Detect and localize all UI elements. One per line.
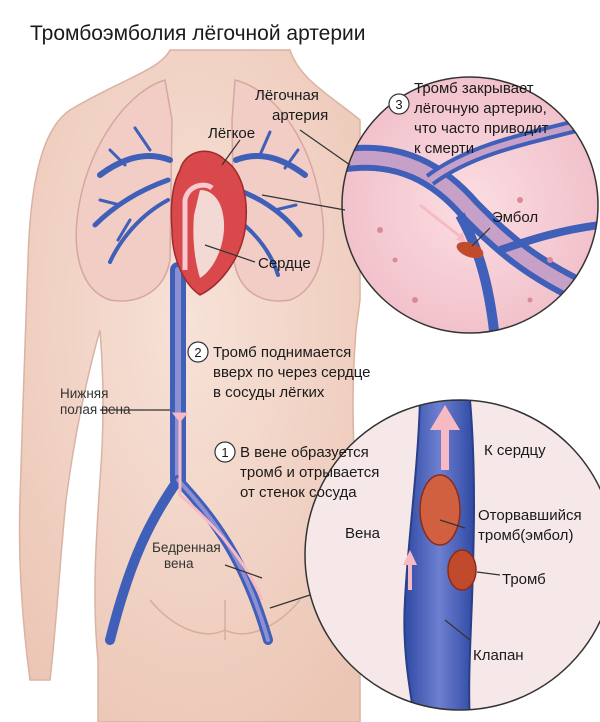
labels: Лёгочная артерия Лёгкое Сердце Нижняя по…: [60, 87, 582, 664]
label-femoral-line2: вена: [164, 556, 194, 571]
step-3-text-line2: лёгочную артерию,: [414, 100, 547, 117]
label-to-heart: К сердцу: [484, 442, 546, 459]
step-1-number: 1: [221, 445, 228, 460]
step-3: 3 Тромб закрывает лёгочную артерию, что …: [388, 80, 549, 157]
leader-lines: [100, 129, 501, 641]
label-valve: Клапан: [473, 647, 524, 664]
step-1-text-line1: В вене образуется: [240, 444, 369, 461]
vein-detail-inset: [304, 399, 600, 711]
step-1-text-line2: тромб и отрывается: [240, 464, 379, 481]
label-detached-line1: Оторвавшийся: [478, 507, 582, 524]
label-ivc-line2: полая вена: [60, 402, 131, 417]
step-2-text-line1: Тромб поднимается: [213, 344, 351, 361]
step-1-text-line3: от стенок сосуда: [240, 484, 357, 501]
step-3-text-line1: Тромб закрывает: [414, 80, 534, 97]
label-vein: Вена: [345, 525, 381, 542]
step-2-text-line3: в сосуды лёгких: [213, 384, 325, 401]
lungs: [75, 79, 325, 302]
step-2: 2 Тромб поднимается вверх по через сердц…: [187, 341, 371, 401]
step-2-number: 2: [194, 345, 201, 360]
label-pulmonary-artery-line2: артерия: [272, 107, 328, 124]
step-2-text-line2: вверх по через сердце: [213, 364, 371, 381]
label-heart: Сердце: [258, 255, 311, 272]
label-pulmonary-artery-line1: Лёгочная: [255, 87, 319, 104]
step-1: 1 В вене образуется тромб и отрывается о…: [214, 441, 379, 501]
label-ivc-line1: Нижняя: [60, 386, 108, 401]
label-embolus: Эмбол: [492, 209, 538, 226]
diagram-title: Тромбоэмболия лёгочной артерии: [30, 22, 366, 45]
step-3-text-line3: что часто приводит: [414, 120, 549, 137]
heart: [170, 150, 247, 296]
label-lung: Лёгкое: [208, 125, 255, 142]
clot-pathway: [171, 412, 264, 601]
label-femoral-line1: Бедренная: [152, 540, 221, 555]
step-3-number: 3: [395, 97, 402, 112]
label-detached-line2: тромб(эмбол): [478, 527, 573, 544]
step-3-text-line4: к смерти: [414, 140, 474, 157]
label-thrombus: Тромб: [502, 571, 546, 588]
